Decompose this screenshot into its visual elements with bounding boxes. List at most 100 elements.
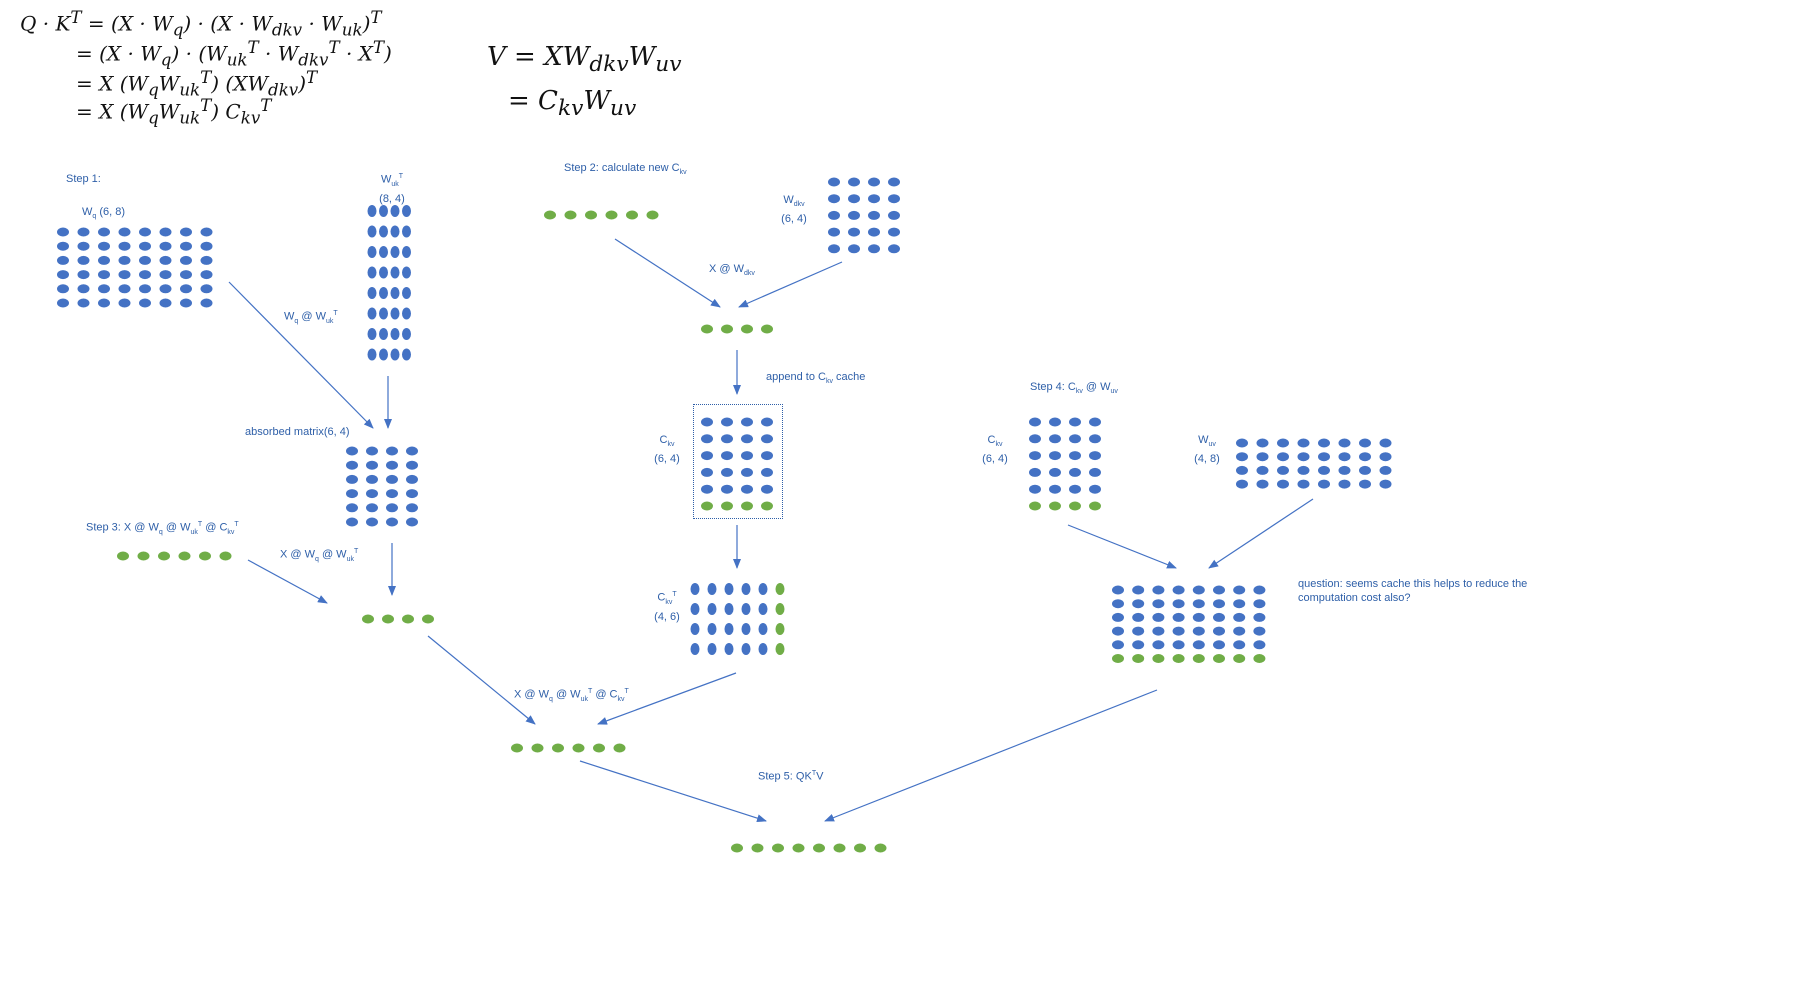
absorbed-matrix-dot: [406, 446, 418, 456]
wuv-matrix-dot: [1379, 438, 1392, 448]
wq-matrix-dot: [200, 284, 213, 294]
wq-matrix-dot: [77, 255, 90, 265]
wq-matrix-dot: [139, 298, 151, 308]
v-matrix-dot: [1132, 640, 1145, 650]
wuk-t-matrix-dot: [367, 307, 377, 320]
v-matrix-dot: [1132, 654, 1145, 663]
wdkv-matrix-dot: [868, 194, 880, 204]
ckv-t-matrix-dot: [775, 583, 785, 595]
v-matrix-dot: [1192, 626, 1205, 636]
absorbed-matrix-dot: [386, 517, 398, 527]
output-vector-dot: [833, 843, 846, 853]
attention-scores-vector-dot: [593, 743, 605, 753]
arrows-layer: [228, 238, 1314, 823]
wuv-matrix-dot: [1338, 438, 1351, 448]
x-vector-dot: [605, 210, 618, 220]
x-vector-dot: [544, 210, 556, 220]
wuv-matrix-dot: [1379, 479, 1392, 489]
wuv-matrix-dot: [1359, 452, 1371, 462]
wq-matrix-dot: [98, 255, 110, 265]
absorbed-matrix-dot: [366, 446, 378, 456]
v-matrix-dot: [1152, 599, 1165, 609]
absorbed-matrix-dot: [386, 446, 398, 456]
ckv-step4-matrix-dot: [1029, 484, 1041, 494]
wuv-matrix-dot: [1297, 452, 1310, 462]
v-matrix-dot: [1213, 599, 1225, 609]
wq-matrix-dot: [139, 241, 151, 251]
x-step3-vector-dot: [117, 551, 129, 561]
equation-qk-line-1: Q · KT = (X · Wq) · (X · Wdkv · Wuk)T: [20, 8, 382, 40]
ckv-step4-matrix-dot: [1049, 501, 1061, 511]
arrow-scores-to-output: [579, 760, 767, 823]
wq-matrix-dot: [180, 284, 192, 294]
equation-qk-line-4: = X (WqWukT) CkvT: [76, 96, 272, 128]
wuk-t-matrix: [367, 205, 411, 361]
wuv-matrix-dot: [1277, 479, 1289, 489]
ckv-t-matrix-dot: [707, 603, 717, 615]
ckv-step4-matrix-dot: [1029, 501, 1041, 511]
ckv-cache-matrix-dot: [761, 484, 773, 494]
v-matrix-dot: [1112, 640, 1124, 650]
v-matrix-dot: [1192, 612, 1205, 622]
wdkv-matrix-dot: [848, 194, 860, 204]
wuk-t-matrix-dot: [402, 287, 411, 299]
matrices-layer: [57, 177, 1392, 853]
absorbed-matrix-dot: [386, 503, 398, 513]
ckv-step4-matrix-dot: [1049, 434, 1061, 444]
wq-matrix-dot: [139, 270, 151, 280]
ckv-t-matrix-dot: [758, 643, 768, 655]
wq-matrix-dot: [57, 270, 69, 280]
x-wq-wuk-t-ckv-t-label: X @ Wq @ WukT @ CkvT: [514, 688, 629, 703]
absorbed-matrix: [346, 446, 418, 527]
ckv-t-matrix-dot: [758, 623, 768, 635]
wuk-t-matrix-dot: [402, 246, 411, 258]
v-matrix-dot: [1213, 585, 1225, 595]
v-matrix-dot: [1132, 599, 1145, 609]
attention-scores-vector-dot: [531, 743, 544, 753]
ckv-t-matrix-dot: [724, 643, 734, 655]
v-matrix-dot: [1192, 640, 1205, 650]
v-matrix-dot: [1112, 626, 1124, 636]
wuv-matrix-dot: [1297, 438, 1310, 448]
ckv-cache-matrix-dot: [761, 451, 773, 461]
wuv-matrix-dot: [1338, 465, 1351, 475]
wdkv-matrix-dot: [848, 210, 860, 220]
ckv-t-matrix-dot: [690, 643, 700, 655]
v-matrix: [1112, 585, 1266, 663]
wuv-matrix-dot: [1297, 479, 1310, 489]
ckv-cache-matrix-dot: [701, 434, 713, 444]
x-wq-wuk-t-vector-dot: [422, 614, 434, 624]
v-matrix-dot: [1172, 585, 1185, 595]
v-matrix-dot: [1172, 654, 1185, 663]
arrow-wuv-to-v: [1208, 498, 1314, 569]
wdkv-matrix-dot: [888, 210, 900, 220]
ckv-cache-matrix-dot: [701, 417, 713, 427]
output-vector-dot: [772, 843, 784, 853]
v-matrix-dot: [1172, 626, 1185, 636]
wuk-t-matrix-dot: [402, 205, 411, 217]
ckv-t-matrix-dot: [690, 603, 700, 615]
v-matrix-dot: [1253, 654, 1266, 663]
ckv-t-matrix-dot: [707, 623, 717, 635]
step3-label: Step 3: X @ Wq @ WukT @ CkvT: [86, 521, 239, 536]
wuk-t-matrix-dot: [390, 348, 400, 361]
wq-label: Wq (6, 8): [82, 206, 126, 221]
wdkv-matrix-dot: [828, 194, 840, 204]
v-matrix-dot: [1132, 585, 1145, 595]
v-matrix-dot: [1152, 612, 1165, 622]
ckv-t-matrix-dot: [690, 583, 700, 595]
question-note: question: seems cache this helps to redu…: [1298, 578, 1528, 604]
attention-scores-vector-dot: [613, 743, 626, 753]
wuk-t-matrix-dot: [379, 266, 388, 279]
ckv-step4-matrix-dot: [1069, 467, 1081, 477]
wuv-matrix-dot: [1297, 465, 1310, 475]
step4-label: Step 4: Ckv @ Wuv: [1030, 381, 1118, 396]
wuk-t-matrix-dot: [367, 246, 377, 258]
arrow-xstep3-to-xwqwuk: [247, 559, 328, 604]
wq-matrix-dot: [200, 227, 213, 237]
wdkv-label: Wdkv(6, 4): [781, 194, 807, 226]
wuk-t-matrix-dot: [379, 348, 388, 361]
absorbed-matrix-dot: [346, 503, 358, 513]
ckv-step4-matrix: [1029, 417, 1101, 511]
ckv-cache-matrix-dot: [721, 417, 733, 427]
